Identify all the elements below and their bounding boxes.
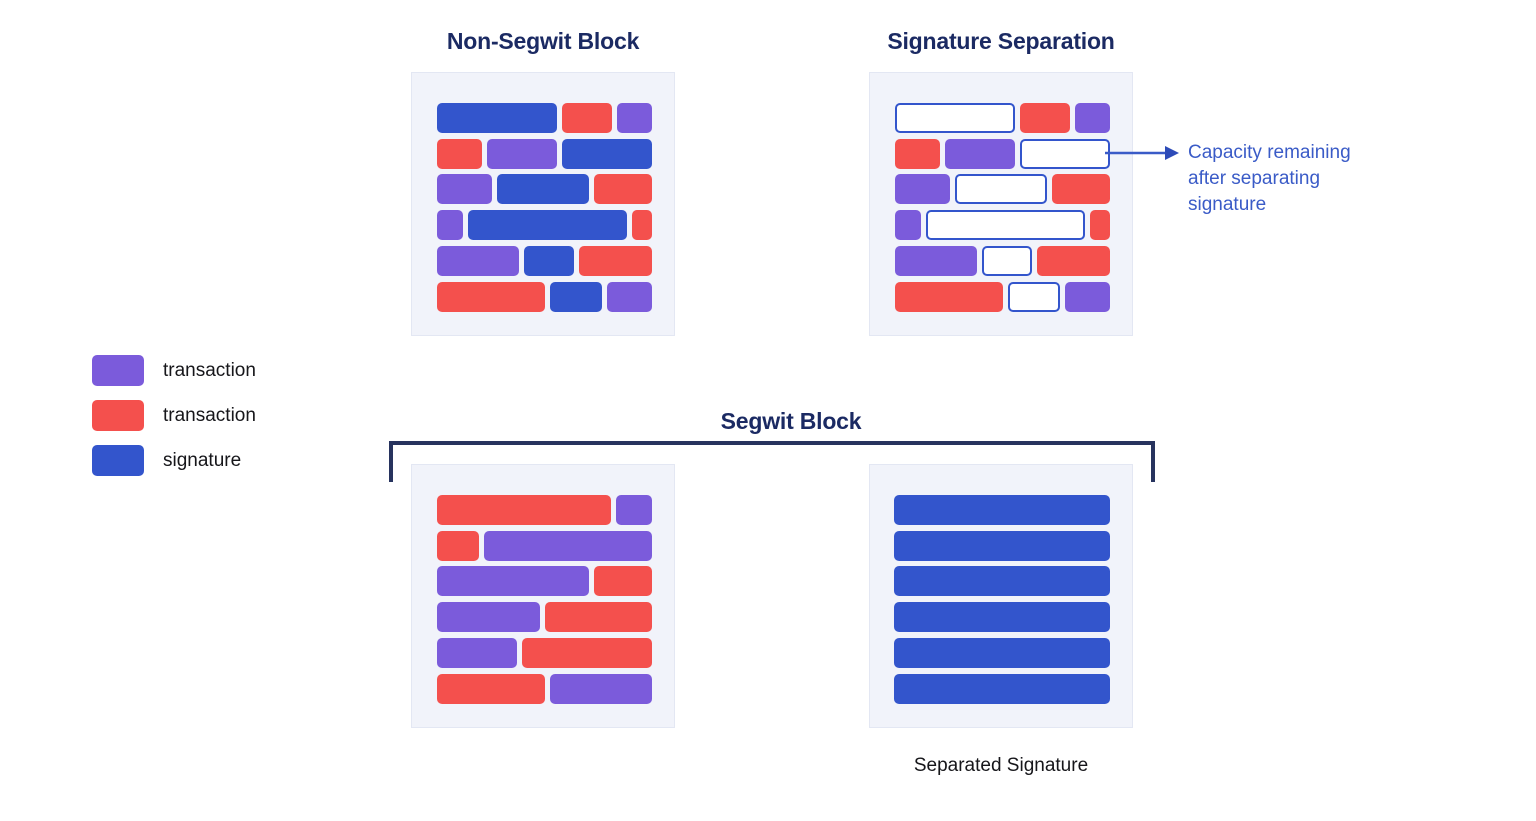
- legend-item: transaction: [92, 393, 256, 438]
- blue-swatch: [92, 445, 144, 476]
- callout-line-3: signature: [1188, 194, 1267, 215]
- bar-transaction: [1075, 103, 1110, 133]
- bar-signature: [497, 174, 589, 204]
- bar-transaction: [594, 174, 652, 204]
- bar-transaction: [1052, 174, 1110, 204]
- bar-transaction: [545, 602, 652, 632]
- signature-separation-title: Signature Separation: [887, 28, 1115, 54]
- bar-transaction: [607, 282, 652, 312]
- bar-signature: [437, 103, 557, 133]
- bar-transaction: [437, 566, 589, 596]
- right-arrow-icon: [1105, 146, 1179, 160]
- bar-transaction: [579, 246, 652, 276]
- bar-signature: [524, 246, 574, 276]
- bar-signature: [894, 602, 1110, 632]
- bar-transaction: [437, 638, 517, 668]
- callout-line-1: Capacity remaining: [1188, 142, 1351, 163]
- separated-signature-caption: Separated Signature: [913, 755, 1089, 776]
- bar-transaction: [562, 103, 612, 133]
- legend: transaction transaction signature: [92, 348, 256, 483]
- purple-swatch: [92, 355, 144, 386]
- bar-transaction: [945, 139, 1015, 169]
- capacity-callout-text: Capacity remaining after separating sign…: [1188, 140, 1403, 218]
- bar-transaction: [895, 174, 950, 204]
- bar-signature: [894, 566, 1110, 596]
- bar-transaction: [1065, 282, 1110, 312]
- bar-transaction: [437, 139, 482, 169]
- segwit-block-container: [411, 464, 675, 728]
- bar-transaction: [437, 282, 545, 312]
- bar-transaction: [616, 495, 652, 525]
- bar-transaction: [1020, 103, 1070, 133]
- segwit-grouping-bracket: [386, 438, 1158, 484]
- bar-transaction: [437, 174, 492, 204]
- bar-transaction: [550, 674, 652, 704]
- red-swatch: [92, 400, 144, 431]
- bar-freed-capacity: [982, 246, 1032, 276]
- bar-transaction: [487, 139, 557, 169]
- callout-line-2: after separating: [1188, 168, 1321, 189]
- legend-label: signature: [163, 450, 242, 471]
- bar-freed-capacity: [1008, 282, 1060, 312]
- bar-signature: [562, 139, 652, 169]
- bar-transaction: [437, 531, 479, 561]
- bar-signature: [894, 638, 1110, 668]
- legend-label: transaction: [163, 360, 256, 381]
- bar-transaction: [895, 282, 1003, 312]
- bar-transaction: [437, 246, 519, 276]
- bar-transaction: [484, 531, 652, 561]
- legend-item: transaction: [92, 348, 256, 393]
- bar-transaction: [437, 210, 463, 240]
- bar-freed-capacity: [895, 103, 1015, 133]
- bar-transaction: [895, 210, 921, 240]
- bar-transaction: [522, 638, 652, 668]
- bar-transaction: [437, 602, 540, 632]
- legend-item: signature: [92, 438, 256, 483]
- bar-transaction: [594, 566, 652, 596]
- bar-transaction: [1037, 246, 1110, 276]
- bar-signature: [894, 674, 1110, 704]
- legend-label: transaction: [163, 405, 256, 426]
- bar-freed-capacity: [955, 174, 1047, 204]
- bar-signature: [550, 282, 602, 312]
- bar-signature: [894, 495, 1110, 525]
- bar-transaction: [632, 210, 652, 240]
- bar-signature: [894, 531, 1110, 561]
- bar-transaction: [437, 674, 545, 704]
- bar-freed-capacity: [926, 210, 1085, 240]
- bar-signature: [468, 210, 627, 240]
- segwit-block-title: Segwit Block: [720, 408, 862, 434]
- bar-freed-capacity: [1020, 139, 1110, 169]
- bar-transaction: [437, 495, 611, 525]
- non-segwit-block-title: Non-Segwit Block: [446, 28, 640, 54]
- bar-transaction: [895, 139, 940, 169]
- bar-transaction: [1090, 210, 1110, 240]
- non-segwit-block-container: [411, 72, 675, 336]
- signature-separation-block-container: [869, 72, 1133, 336]
- capacity-callout-arrow: [1105, 138, 1185, 168]
- separated-signature-block-container: [869, 464, 1133, 728]
- bracket-icon: [389, 441, 1155, 482]
- bar-transaction: [617, 103, 652, 133]
- bar-transaction: [895, 246, 977, 276]
